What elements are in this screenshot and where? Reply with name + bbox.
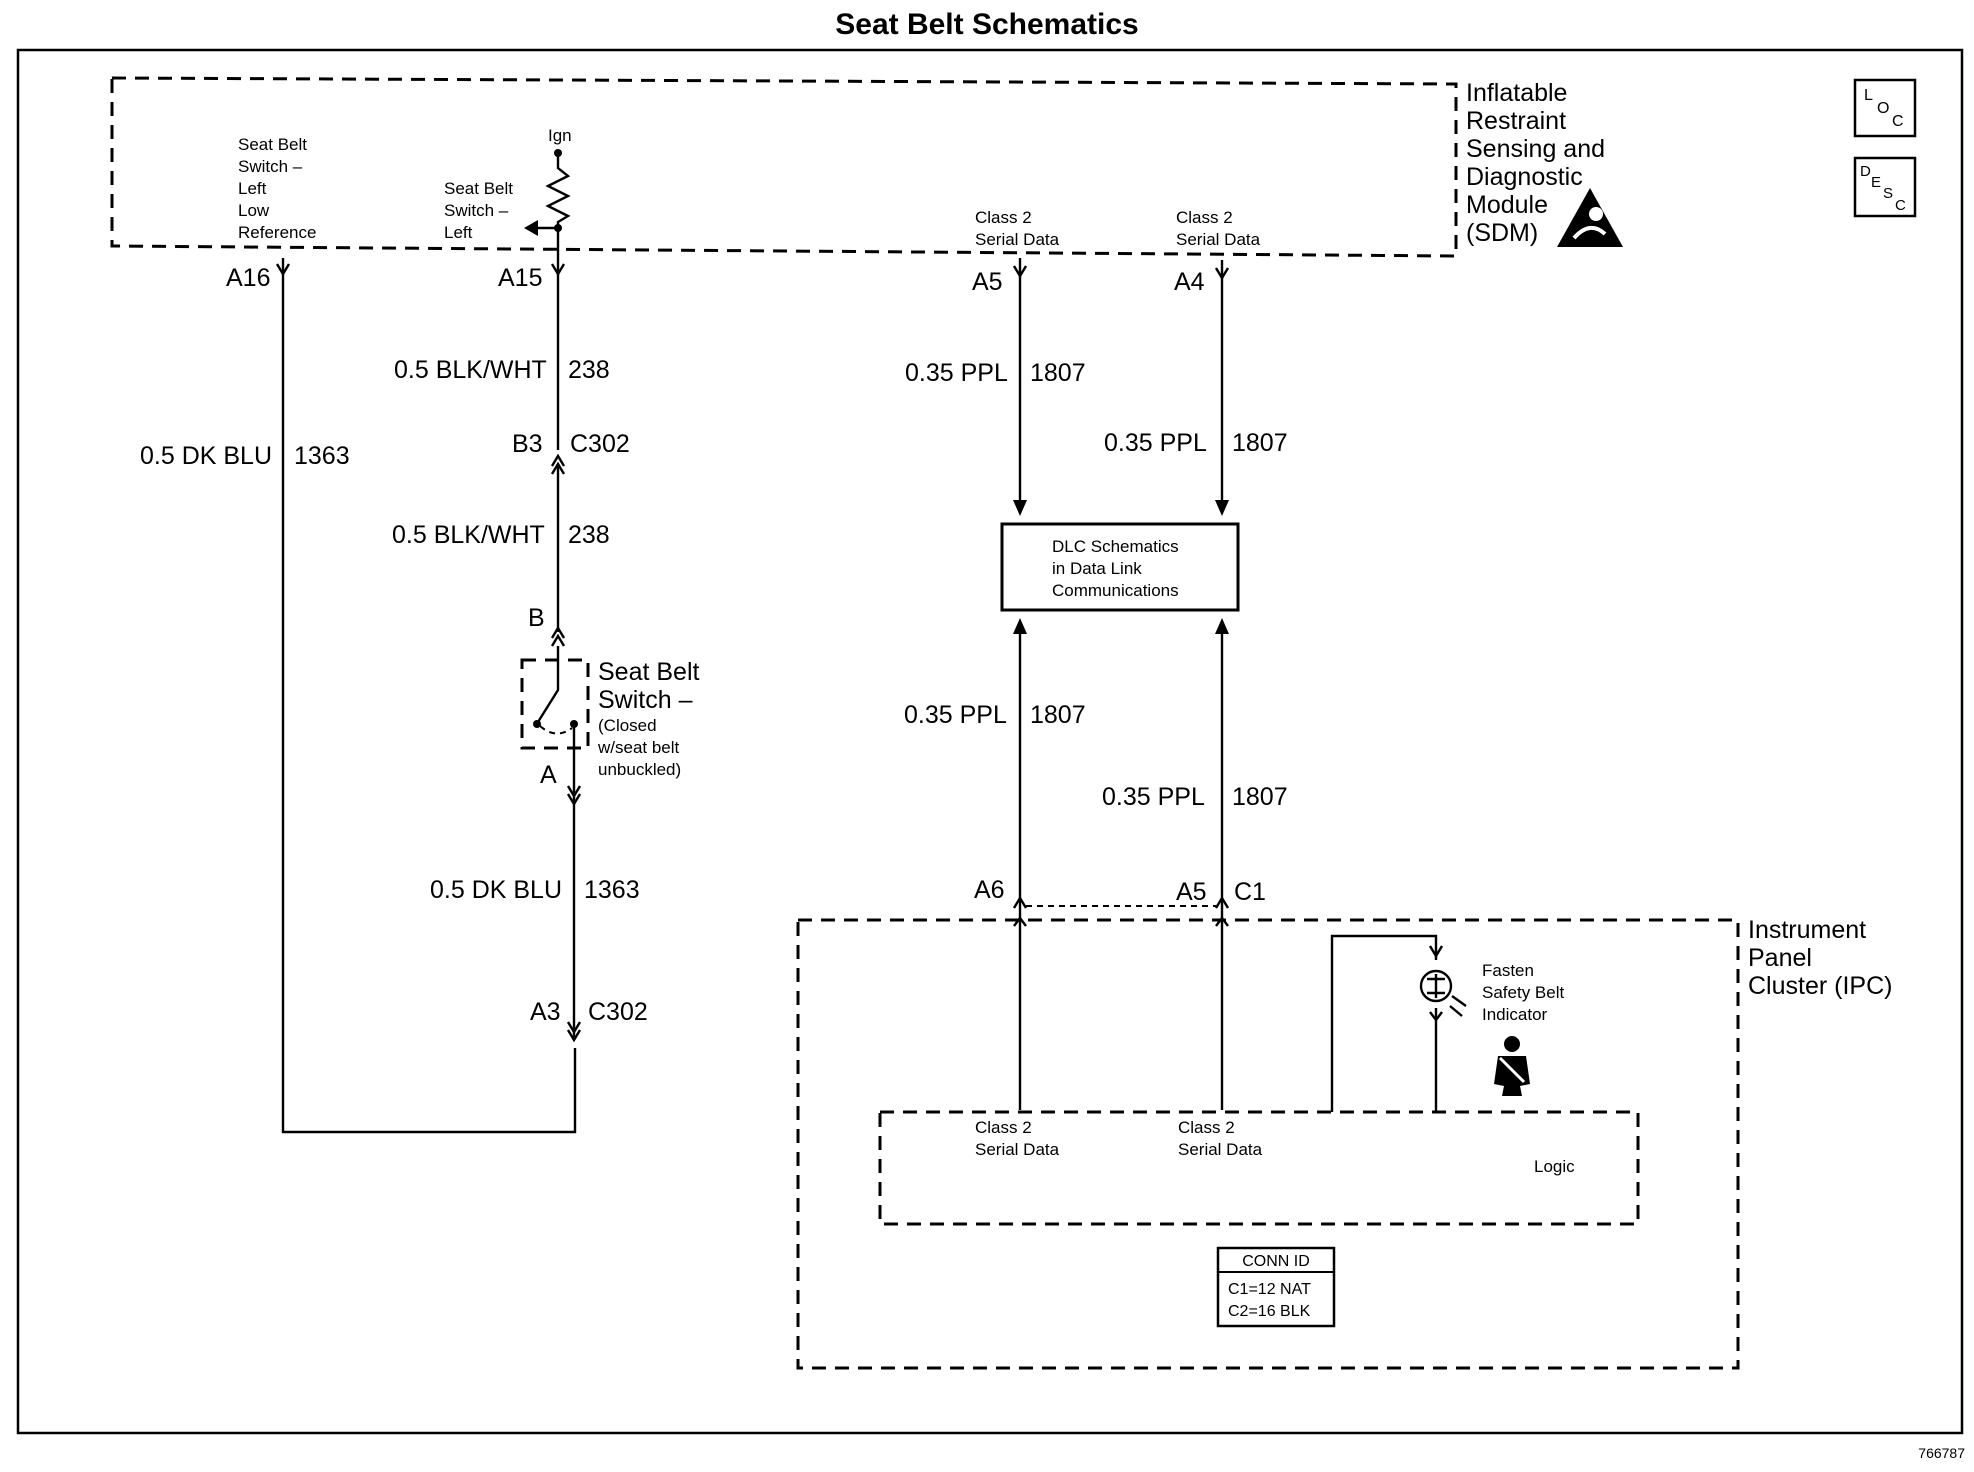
ipc-module-outline	[796, 918, 1740, 1370]
conn-id-values: C1=12 NAT C2=16 BLK	[1228, 1281, 1315, 1320]
wire-1363-left-gauge: 0.5 DK BLU	[140, 442, 272, 470]
connector-c1-label: C1	[1234, 878, 1266, 906]
seat-belt-switch-note: (Closed w/seat belt unbuckled)	[597, 716, 684, 779]
outer-frame	[16, 48, 1964, 1435]
connector-a16	[275, 263, 291, 277]
connector-c1-inner	[1013, 916, 1229, 927]
svg-text:L: L	[1864, 87, 1873, 104]
connector-a15	[550, 263, 566, 277]
seat-belt-switch-outline	[520, 658, 590, 750]
wire-1807-c-circuit: 1807	[1030, 701, 1086, 729]
connector-c302-a3	[566, 1021, 582, 1043]
svg-text:S: S	[1883, 185, 1893, 202]
seat-belt-switch-contacts[interactable]	[533, 646, 578, 778]
connector-c1	[1012, 895, 1230, 909]
wire-238-upper-gauge: 0.5 BLK/WHT	[394, 356, 547, 384]
pin-a6: A6	[974, 876, 1005, 904]
svg-text:C: C	[1895, 197, 1906, 214]
pin-a5-top: A5	[972, 268, 1003, 296]
wire-1807-b-circuit: 1807	[1232, 429, 1288, 457]
wire-238-lower-gauge: 0.5 BLK/WHT	[392, 521, 545, 549]
desc-icon[interactable]: D E S C	[1853, 156, 1917, 218]
pin-a: A	[540, 761, 557, 789]
svg-text:C: C	[1892, 113, 1904, 130]
dlc-schematics-label[interactable]: DLC Schematics in Data Link Communicatio…	[1052, 537, 1183, 600]
wire-1807-a-gauge: 0.35 PPL	[905, 359, 1008, 387]
sdm-seat-belt-switch-left-label: Seat Belt Switch – Left	[444, 179, 518, 242]
pin-a5-bottom: A5	[1176, 878, 1207, 906]
svg-text:O: O	[1877, 100, 1889, 117]
ign-label: Ign	[548, 126, 572, 145]
indicator-circuit	[1330, 934, 1438, 1112]
sdm-class2-a4-label: Class 2 Serial Data	[1176, 208, 1261, 249]
pin-a16: A16	[226, 264, 270, 292]
connector-c302-bottom: C302	[588, 998, 648, 1026]
ipc-class2-left-label: Class 2 Serial Data	[975, 1118, 1060, 1159]
loc-icon[interactable]: L O C	[1853, 78, 1917, 138]
conn-id-title: CONN ID	[1242, 1253, 1310, 1270]
seat-belt-person-icon	[1494, 1036, 1530, 1096]
airbag-warning-icon	[1557, 188, 1623, 247]
wire-1807-a-circuit: 1807	[1030, 359, 1086, 387]
connector-c302-b3	[550, 453, 566, 475]
connector-c302-top: C302	[570, 430, 630, 458]
pin-a4-top: A4	[1174, 268, 1205, 296]
sdm-name: Inflatable Restraint Sensing and Diagnos…	[1466, 79, 1612, 247]
ipc-logic-label: Logic	[1534, 1157, 1575, 1176]
wire-1807-d-gauge: 0.35 PPL	[1102, 783, 1205, 811]
wire-1807-c-gauge: 0.35 PPL	[904, 701, 1007, 729]
sdm-seat-belt-switch-low-ref-label: Seat Belt Switch – Left Low Reference	[238, 135, 316, 242]
pin-b: B	[528, 604, 545, 632]
fasten-safety-belt-indicator-label: Fasten Safety Belt Indicator	[1482, 961, 1569, 1024]
seat-belt-switch-name: Seat Belt Switch –	[598, 658, 706, 714]
wire-1363-lower-gauge: 0.5 DK BLU	[430, 876, 562, 904]
ipc-logic-outline	[878, 1110, 1640, 1226]
dlc-schematics-box[interactable]	[1000, 522, 1240, 612]
ipc-name: Instrument Panel Cluster (IPC)	[1748, 916, 1892, 1000]
wire-1363-left	[281, 258, 577, 1134]
page-title: Seat Belt Schematics	[835, 8, 1138, 41]
ipc-class2-right-label: Class 2 Serial Data	[1178, 1118, 1263, 1159]
sdm-class2-a5-label: Class 2 Serial Data	[975, 208, 1060, 249]
indicator-bulb-icon	[1419, 945, 1467, 1022]
pin-a3: A3	[530, 998, 561, 1026]
figure-id: 766787	[1918, 1445, 1965, 1461]
svg-text:E: E	[1871, 174, 1881, 191]
wire-238-lower-circuit: 238	[568, 521, 610, 549]
connector-sdm-a5	[1012, 265, 1028, 279]
wire-238-upper-circuit: 238	[568, 356, 610, 384]
connector-sdm-a4	[1214, 267, 1230, 281]
pin-b3: B3	[512, 430, 543, 458]
svg-text:D: D	[1860, 163, 1871, 180]
wire-1363-left-circuit: 1363	[294, 442, 350, 470]
conn-id-box: CONN ID C1=12 NAT C2=16 BLK	[1216, 1246, 1336, 1328]
pin-a15: A15	[498, 264, 542, 292]
wire-1807-b-gauge: 0.35 PPL	[1104, 429, 1207, 457]
connector-b	[550, 625, 566, 647]
pull-up-resistor	[524, 149, 571, 250]
wire-1363-lower-circuit: 1363	[584, 876, 640, 904]
wire-1807-d-circuit: 1807	[1232, 783, 1288, 811]
